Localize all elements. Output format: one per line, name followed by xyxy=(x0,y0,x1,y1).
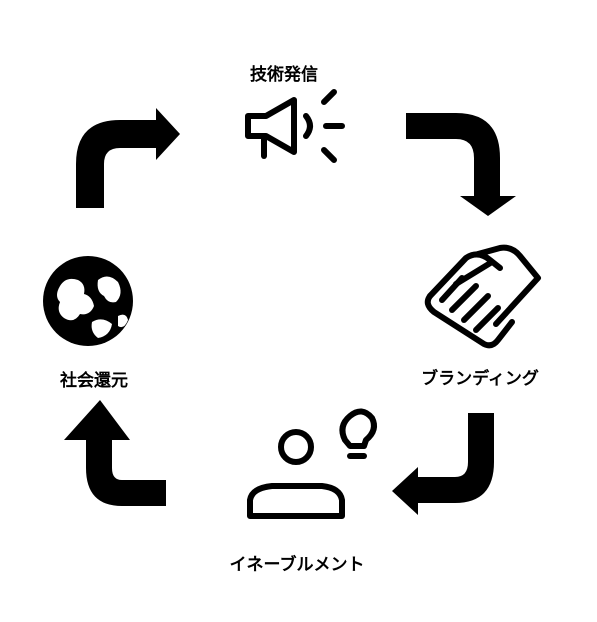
arrow-top-right xyxy=(406,113,516,216)
globe-icon xyxy=(43,256,133,346)
handshake-icon xyxy=(424,244,541,349)
person-idea-icon xyxy=(247,408,377,519)
arrow-right-bottom xyxy=(392,413,494,515)
step-label-branding: ブランディング xyxy=(421,368,539,389)
step-label-shakai-kangen: 社会還元 xyxy=(59,370,128,391)
megaphone-icon xyxy=(245,89,345,163)
step-label-gijutsu-hasshin: 技術発信 xyxy=(250,64,318,85)
arrow-bottom-left xyxy=(64,400,166,506)
arrow-left-top xyxy=(76,108,180,208)
step-label-enablement: イネーブルメント xyxy=(230,554,365,575)
